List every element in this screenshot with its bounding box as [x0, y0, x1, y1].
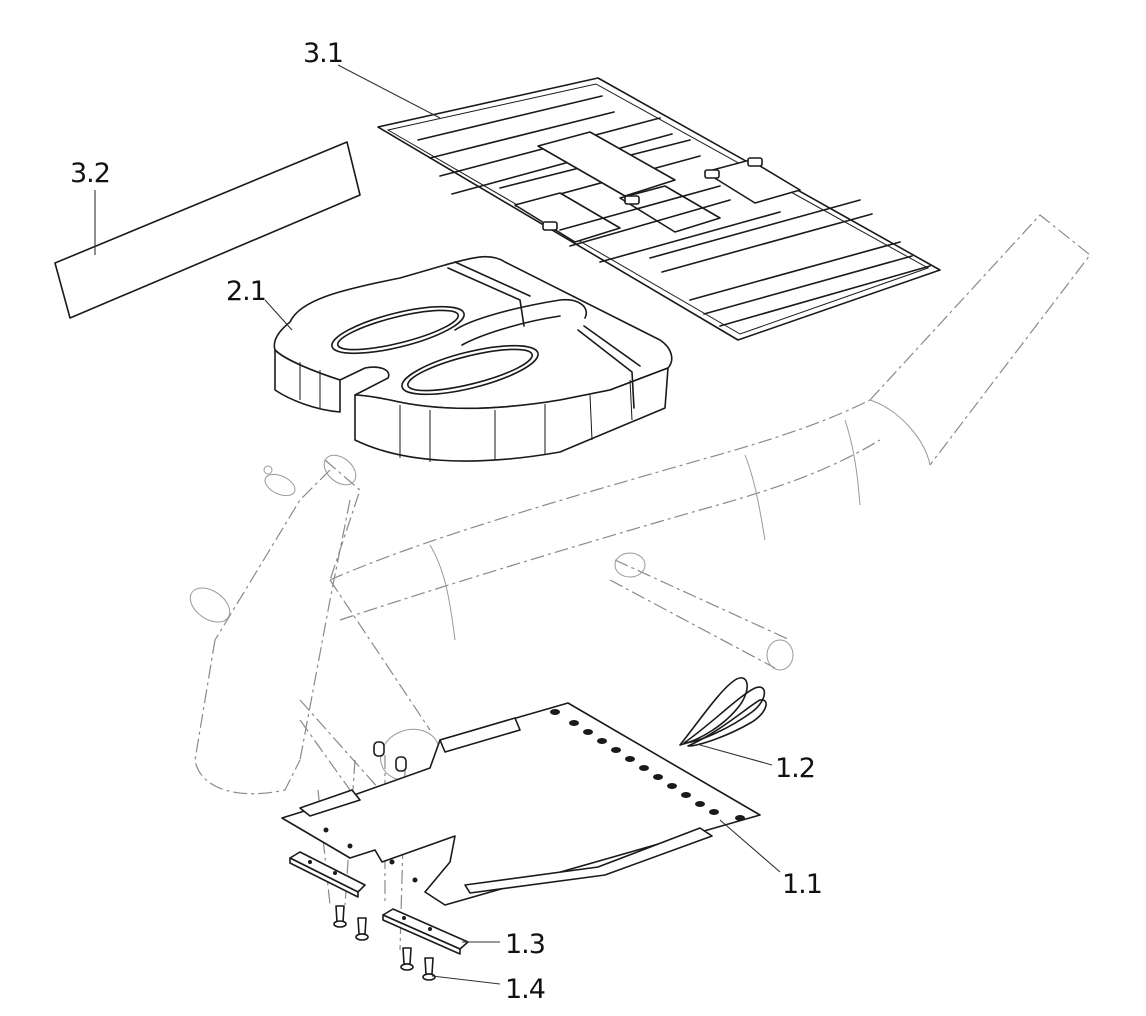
callout-3-1: 3.1: [303, 38, 343, 69]
callout-1-4: 1.4: [505, 974, 545, 1005]
callout-3-2: 3.2: [70, 158, 110, 189]
leader-lines: [94, 64, 781, 985]
screw: [400, 947, 414, 971]
screw: [422, 957, 436, 981]
part-1-1-base-plate: [281, 702, 761, 906]
screw: [333, 905, 347, 928]
callout-2-1: 2.1: [226, 276, 266, 307]
plate-holes: [550, 709, 745, 821]
part-1-4-screws: [333, 905, 436, 981]
part-3-1-cover: [377, 77, 941, 341]
part-2-1-cushion: [273, 255, 673, 462]
part-1-2-strap: [679, 677, 767, 747]
part-1-3-clamp-bars: [289, 851, 469, 955]
callout-1-2: 1.2: [775, 753, 815, 784]
screw: [355, 917, 369, 941]
callout-1-3: 1.3: [505, 929, 545, 960]
part-3-2-strip: [54, 141, 361, 319]
callout-1-1: 1.1: [782, 869, 822, 900]
